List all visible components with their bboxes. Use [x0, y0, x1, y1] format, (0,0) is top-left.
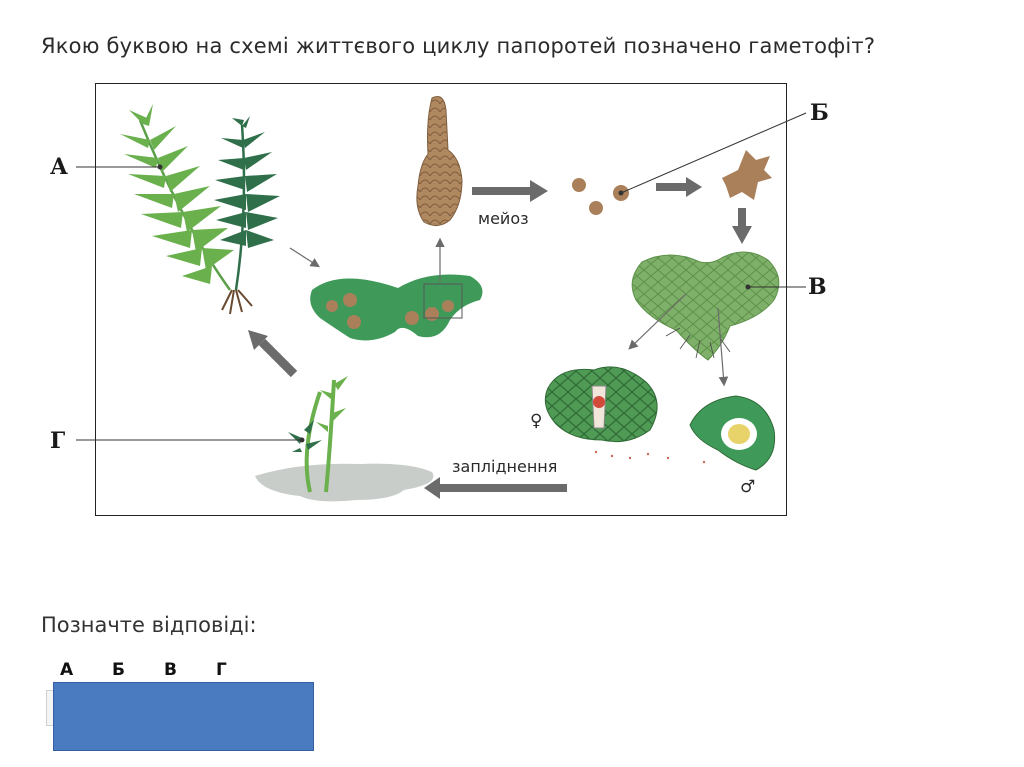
label-g: Г — [50, 428, 65, 454]
spores — [572, 178, 629, 215]
option-b[interactable]: Б — [112, 660, 164, 680]
label-a: А — [50, 154, 68, 180]
meiosis-label: мейоз — [478, 209, 529, 228]
sporophyte-fern — [120, 104, 280, 314]
frond-cross-section — [310, 275, 482, 341]
fertilization-label: запліднення — [452, 457, 557, 476]
sperm-dots — [595, 451, 705, 463]
option-g[interactable]: Г — [216, 660, 268, 680]
female-symbol: ♀ — [530, 411, 542, 431]
label-v: В — [808, 274, 827, 300]
option-a[interactable]: А — [60, 660, 112, 680]
answer-cover-rectangle — [53, 682, 314, 751]
antheridium — [690, 396, 775, 470]
prothallus — [632, 252, 779, 360]
label-b: Б — [810, 100, 829, 126]
answer-options: А Б В Г — [60, 660, 268, 680]
archegonium — [545, 367, 657, 442]
male-symbol: ♂ — [740, 477, 755, 497]
option-v[interactable]: В — [164, 660, 216, 680]
young-sporophyte — [255, 376, 433, 501]
answer-prompt: Позначте відповіді: — [41, 613, 257, 637]
germinating-spore — [722, 150, 772, 200]
sporangium — [417, 97, 462, 226]
